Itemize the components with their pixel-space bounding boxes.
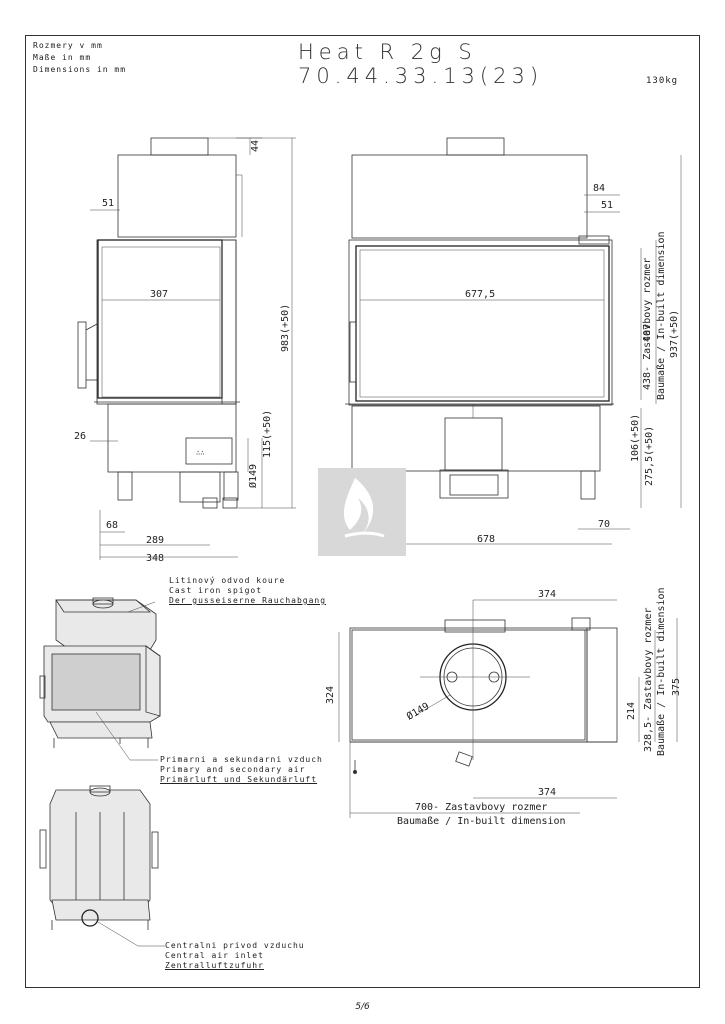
dim-front-677: 677,5 — [465, 289, 495, 300]
callout-spigot-de: Der gusseiserne Rauchabgang — [169, 596, 327, 605]
dims-label-de: Maße in mm — [33, 53, 92, 62]
dim-front-70: 70 — [598, 519, 610, 530]
front-glass-frame — [348, 239, 613, 406]
dim-top-328-line2: Baumaße / In-built dimension — [656, 587, 667, 756]
dim-side-289: 289 — [146, 535, 164, 546]
top-view — [349, 600, 618, 774]
dim-front-678: 678 — [477, 534, 495, 545]
side-base — [107, 403, 237, 473]
front-handle — [349, 321, 357, 383]
side-glass-frame — [96, 239, 237, 405]
callout-central-de: Zentralluftzufuhr — [165, 961, 264, 970]
dims-label-en: Dimensions in mm — [33, 65, 127, 74]
front-view — [345, 137, 614, 500]
dim-top-149: Ø149 — [405, 700, 432, 722]
callout-spigot-en: Cast iron spigot — [169, 586, 263, 595]
dim-front-275: 275,5(+50) — [644, 426, 655, 486]
front-air-box — [439, 469, 509, 499]
side-top-box — [117, 154, 237, 238]
dim-side-51: 51 — [102, 198, 114, 209]
front-spigot — [446, 137, 505, 156]
dim-top-700: 700- Zastavbovy rozmer — [415, 802, 547, 813]
front-view-dimensions: 84 51 677,5 407 438- Zastavbovy rozmer B… — [352, 155, 682, 545]
dim-side-26: 26 — [74, 431, 86, 442]
dim-side-top: 44 — [250, 140, 261, 152]
front-top-box — [351, 154, 588, 239]
dim-front-106: 106(+50) — [630, 414, 641, 462]
page-number: 5/6 — [355, 1002, 370, 1012]
dim-top-328: 328,5- Zastavbovy rozmer — [643, 608, 654, 753]
callout-air-cz: Primarni a sekundarni vzduch — [160, 755, 323, 764]
callout-air-en: Primary and secondary air — [160, 765, 306, 774]
dim-top-374b: 374 — [538, 787, 556, 798]
dim-side-348: 348 — [146, 553, 164, 564]
dim-side-983: 983(+50) — [280, 304, 291, 352]
side-air-box — [185, 437, 233, 465]
side-handle — [77, 321, 87, 389]
top-view-dimensions: 374 324 Ø149 214 328,5- Zastavbovy rozme… — [325, 587, 682, 827]
dim-top-700-line2: Baumaße / In-built dimension — [397, 816, 566, 827]
dim-top-374: 374 — [538, 589, 556, 600]
dim-side-149: Ø149 — [247, 464, 259, 488]
dim-front-51: 51 — [601, 200, 613, 211]
dim-front-438: 438- Zastavbovy rozmer — [642, 258, 653, 390]
dim-top-324: 324 — [325, 686, 336, 704]
iso-view-front — [39, 597, 161, 761]
side-spigot — [150, 137, 209, 156]
dim-front-84: 84 — [593, 183, 605, 194]
dim-front-407: 407 — [642, 324, 653, 342]
dim-side-307: 307 — [150, 289, 168, 300]
side-view-dimensions: 44 51 307 983(+50) 115(+50) Ø149 26 68 2… — [74, 137, 296, 564]
dim-top-375: 375 — [671, 678, 682, 696]
callout-air-de: Primärluft und Sekundärluft — [160, 775, 318, 784]
model-title: Heat R 2g S 70.44.33.13(23) — [298, 40, 544, 88]
brand-watermark-icon — [318, 468, 406, 556]
dim-top-214: 214 — [626, 702, 637, 720]
dims-label-cz: Rozmery v mm — [33, 41, 103, 50]
drawing-frame — [25, 35, 700, 988]
callout-central-en: Central air inlet — [165, 951, 264, 960]
weight-label: 130kg — [646, 76, 679, 86]
front-base — [351, 405, 601, 472]
side-view: ∴∴ — [77, 137, 243, 509]
callout-spigot-cz: Litinový odvod koure — [169, 576, 286, 585]
top-body — [349, 627, 588, 743]
svg-text:∴∴: ∴∴ — [196, 449, 204, 457]
dim-front-937: 937(+50) — [669, 310, 680, 358]
dim-side-115: 115(+50) — [262, 410, 273, 458]
iso-view-back — [39, 785, 165, 947]
dim-front-438-line2: Baumaße / In-built dimension — [656, 231, 667, 400]
dim-side-68: 68 — [106, 520, 118, 531]
callout-central-cz: Centralni privod vzduchu — [165, 941, 305, 950]
